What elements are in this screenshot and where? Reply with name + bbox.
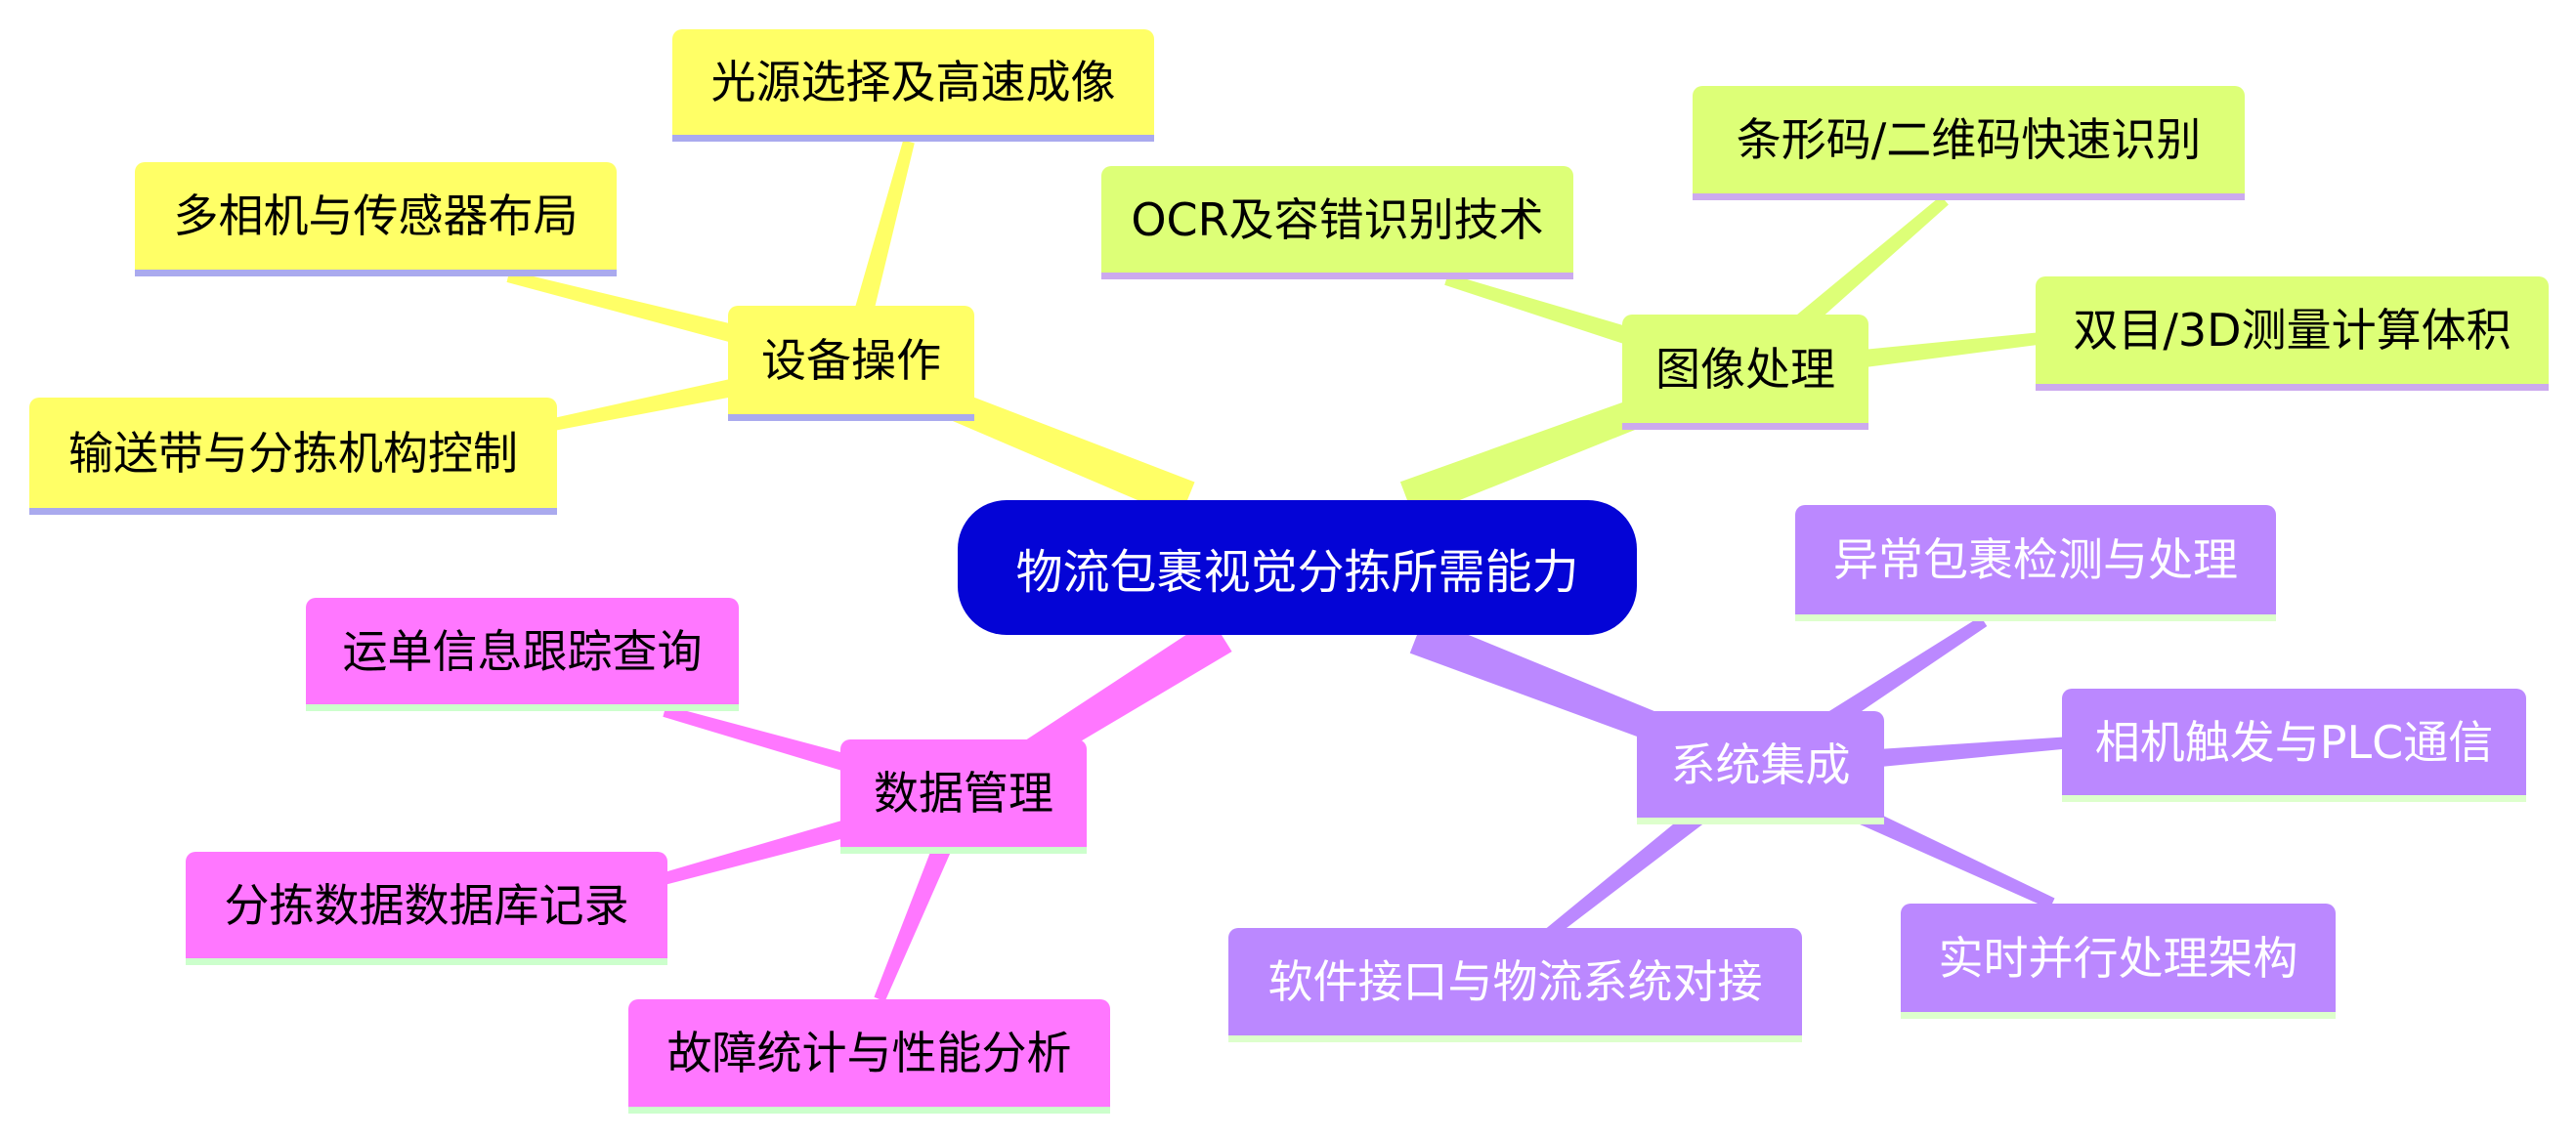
root-node: 物流包裹视觉分拣所需能力 [958,500,1637,635]
branch-image-processing: 图像处理 [1622,315,1868,430]
branch-data-management: 数据管理 [840,739,1087,854]
leaf-3d-volume-measurement: 双目/3D测量计算体积 [2036,276,2549,391]
leaf-barcode-recognition: 条形码/二维码快速识别 [1693,86,2245,200]
leaf-camera-plc: 相机触发与PLC通信 [2062,689,2526,802]
branch-equipment-operation: 设备操作 [728,306,974,421]
leaf-sorting-database: 分拣数据数据库记录 [186,852,667,965]
leaf-conveyor-control: 输送带与分拣机构控制 [29,398,557,515]
leaf-parallel-processing: 实时并行处理架构 [1901,904,2336,1019]
leaf-ocr-recognition: OCR及容错识别技术 [1101,166,1573,279]
leaf-fault-statistics: 故障统计与性能分析 [628,999,1110,1114]
leaf-light-source-imaging: 光源选择及高速成像 [672,29,1154,142]
leaf-multi-camera-layout: 多相机与传感器布局 [135,162,617,276]
branch-system-integration: 系统集成 [1637,711,1884,824]
leaf-software-interface: 软件接口与物流系统对接 [1228,928,1802,1042]
leaf-waybill-tracking: 运单信息跟踪查询 [306,598,739,711]
leaf-abnormal-package: 异常包裹检测与处理 [1795,505,2276,621]
